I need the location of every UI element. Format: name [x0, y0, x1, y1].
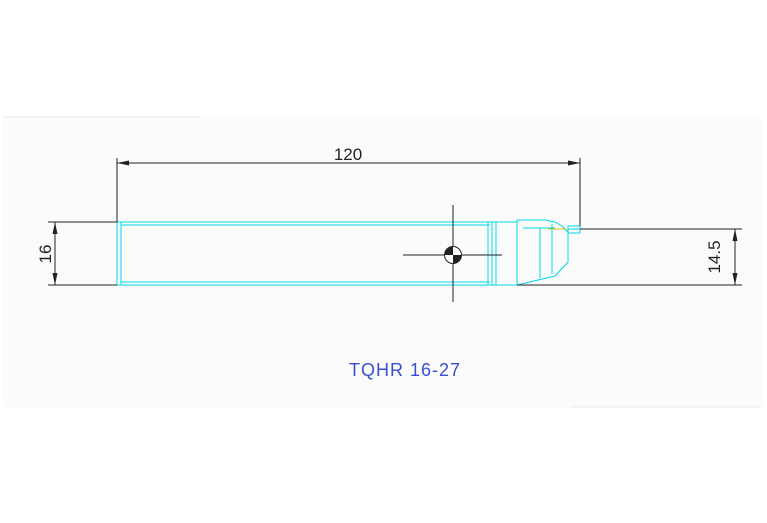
tip-height-dimension-value: 14.5	[705, 240, 724, 273]
center-quadrant-bottom-right	[453, 255, 462, 264]
center-mark	[403, 205, 502, 302]
tip-arrow-bottom	[732, 273, 738, 285]
length-arrow-right	[568, 160, 580, 166]
height-arrow-bottom	[52, 273, 58, 285]
length-dimension-value: 120	[334, 145, 362, 164]
part-label: TQHR 16-27	[349, 360, 461, 380]
tip-height-dimension	[517, 228, 742, 286]
drawing-panel	[3, 117, 763, 407]
length-arrow-left	[117, 160, 129, 166]
height-dimension-value: 16	[36, 245, 55, 264]
tip-arrow-top	[732, 229, 738, 241]
shank-outline	[116, 221, 518, 286]
length-dimension	[116, 158, 581, 226]
head-outline	[516, 219, 569, 286]
height-arrow-top	[52, 222, 58, 234]
center-quadrant-top-left	[444, 246, 453, 255]
height-dimension	[48, 221, 117, 286]
tool-body	[116, 219, 581, 286]
